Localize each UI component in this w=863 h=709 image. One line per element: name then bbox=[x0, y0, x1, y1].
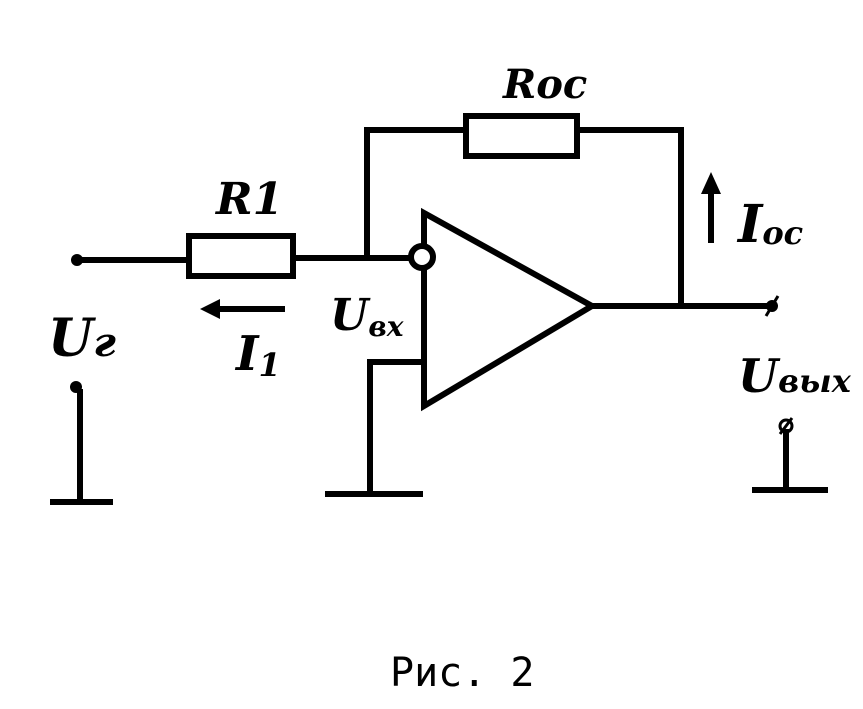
inverting-input-bubble bbox=[408, 243, 436, 271]
uin-sub: вх bbox=[368, 310, 403, 343]
feedback-left-wire bbox=[364, 127, 469, 261]
i1-sub: 1 bbox=[258, 346, 280, 384]
uout-label: Uвых bbox=[738, 349, 852, 403]
output-ground-symbol bbox=[752, 417, 828, 493]
resistor-roc bbox=[463, 113, 580, 159]
output-terminal bbox=[589, 295, 780, 317]
uin-label: Uвх bbox=[330, 290, 404, 343]
ioc-main: I bbox=[736, 194, 764, 255]
input-ground-symbol bbox=[50, 381, 113, 505]
i1-main: I bbox=[234, 326, 260, 382]
uout-main: U bbox=[738, 349, 781, 403]
ug-label: Uг bbox=[48, 308, 116, 369]
i1-label: I1 bbox=[234, 326, 281, 384]
feedback-right-wire bbox=[574, 127, 684, 309]
roc-label: Roc bbox=[502, 61, 587, 108]
ug-main: U bbox=[48, 308, 96, 369]
ioc-sub: oc bbox=[762, 214, 803, 252]
ioc-label: Ioc bbox=[736, 194, 803, 255]
r1-label: R1 bbox=[214, 174, 283, 225]
ug-sub: г bbox=[93, 319, 116, 366]
uout-sub: вых bbox=[778, 362, 852, 400]
ioc-arrow-icon bbox=[701, 172, 721, 243]
non-inverting-ground-wire bbox=[367, 359, 427, 497]
op-amp-triangle bbox=[421, 207, 599, 412]
uin-main: U bbox=[330, 290, 371, 341]
resistor-r1 bbox=[186, 233, 296, 279]
figure-caption: Рис. 2 bbox=[390, 650, 535, 696]
input-terminal bbox=[71, 254, 192, 266]
i1-arrow-icon bbox=[200, 299, 285, 319]
